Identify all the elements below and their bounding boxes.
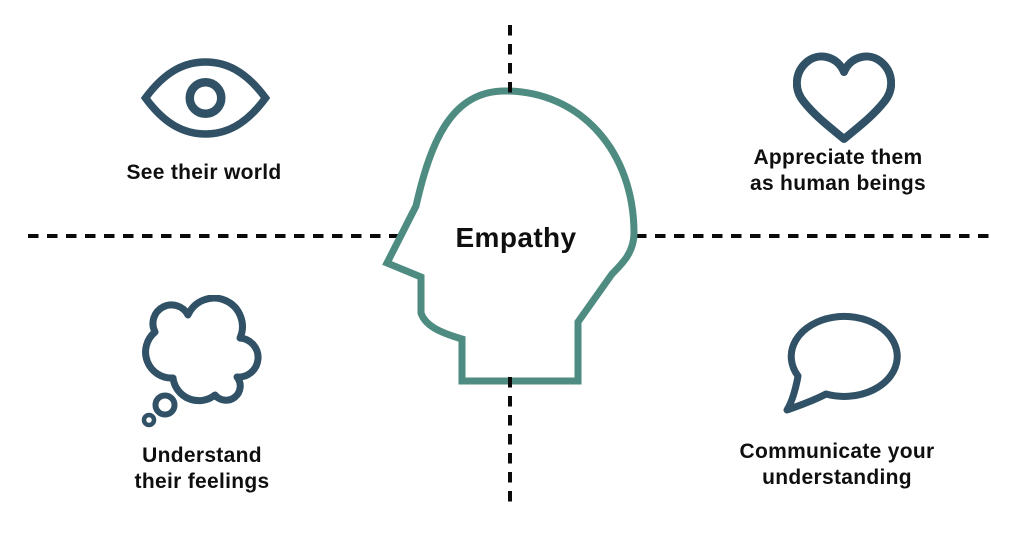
eye-icon	[141, 58, 270, 138]
quadrant-label-top-left: See their world	[84, 160, 324, 186]
label-line: understanding	[762, 466, 912, 489]
label-line: See their world	[126, 161, 282, 184]
label-line: Appreciate them	[753, 146, 923, 169]
quadrant-label-top-right: Appreciate them as human beings	[718, 145, 958, 197]
heart-icon	[793, 52, 895, 143]
label-line: Communicate your	[739, 440, 935, 463]
quadrant-label-bottom-right: Communicate your understanding	[717, 439, 957, 491]
quadrant-label-bottom-left: Understand their feelings	[82, 443, 322, 495]
label-line: as human beings	[749, 172, 927, 195]
thought-bubble-icon	[141, 295, 262, 428]
empathy-title: Empathy	[455, 222, 577, 253]
head-profile-outline-icon	[382, 87, 638, 385]
label-line: Understand	[142, 444, 262, 467]
speech-bubble-icon	[783, 312, 901, 414]
label-line: their feelings	[134, 470, 270, 493]
